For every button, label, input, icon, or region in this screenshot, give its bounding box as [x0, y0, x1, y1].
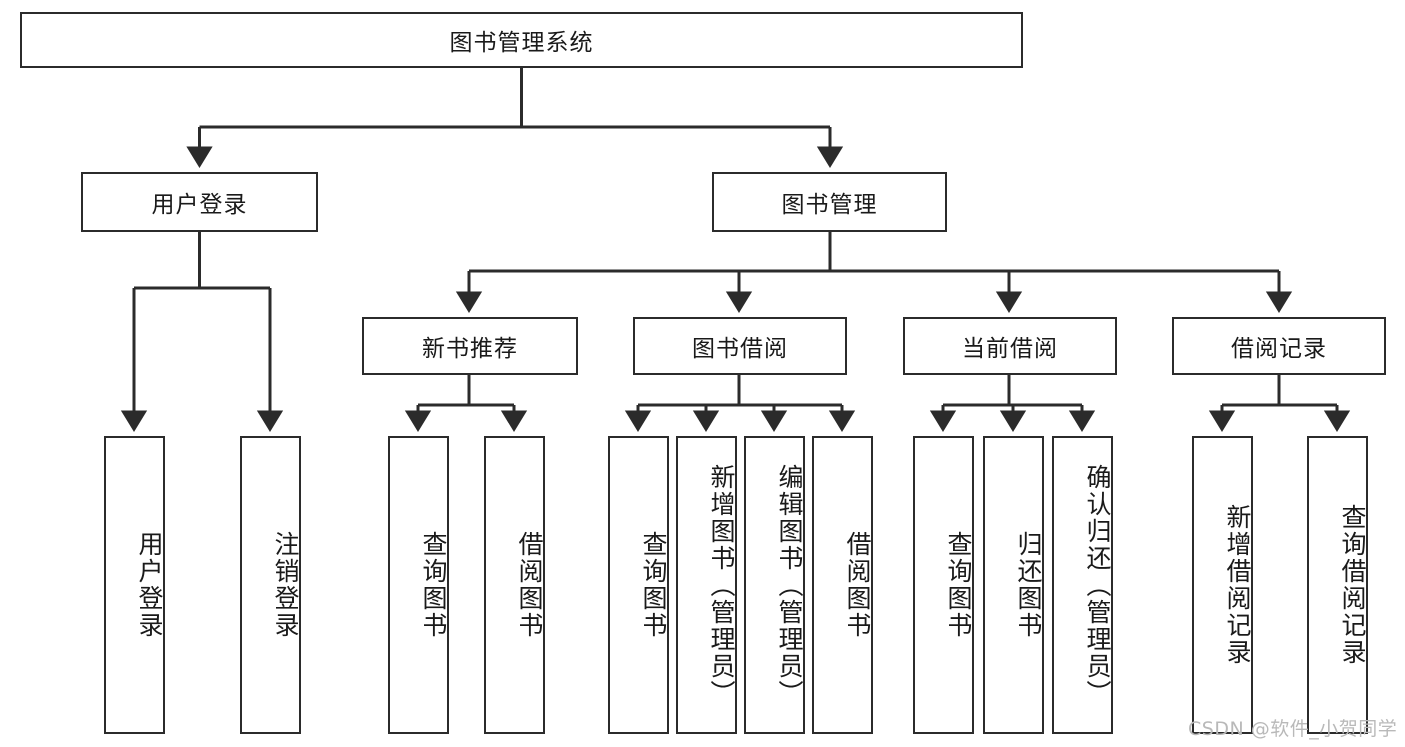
node-leaf-label: 借阅图书 — [515, 531, 544, 639]
node-leaf-label: 编辑图书（管理员） — [775, 463, 804, 707]
node-leaf-label: 新增借阅记录 — [1223, 504, 1252, 666]
node-leaf-user-login[interactable]: 用户登录 — [104, 436, 165, 734]
node-current-borrow[interactable]: 当前借阅 — [903, 317, 1117, 375]
node-leaf-label: 借阅图书 — [843, 531, 872, 639]
node-borrow-record[interactable]: 借阅记录 — [1172, 317, 1386, 375]
node-book-borrow[interactable]: 图书借阅 — [633, 317, 847, 375]
node-leaf-query-book-1[interactable]: 查询图书 — [388, 436, 449, 734]
node-leaf-query-record[interactable]: 查询借阅记录 — [1307, 436, 1368, 734]
node-leaf-add-book[interactable]: 新增图书（管理员） — [676, 436, 737, 734]
node-user-login[interactable]: 用户登录 — [81, 172, 318, 232]
node-leaf-label: 归还图书 — [1014, 531, 1043, 639]
node-leaf-label: 查询借阅记录 — [1338, 504, 1367, 666]
node-leaf-label: 用户登录 — [135, 531, 164, 639]
node-leaf-label: 注销登录 — [271, 531, 300, 639]
node-book-manage[interactable]: 图书管理 — [712, 172, 947, 232]
node-leaf-label: 查询图书 — [944, 531, 973, 639]
node-leaf-borrow-book-1[interactable]: 借阅图书 — [484, 436, 545, 734]
node-leaf-label: 查询图书 — [419, 531, 448, 639]
node-leaf-return-book[interactable]: 归还图书 — [983, 436, 1044, 734]
node-leaf-borrow-book-2[interactable]: 借阅图书 — [812, 436, 873, 734]
node-leaf-query-book-3[interactable]: 查询图书 — [913, 436, 974, 734]
node-leaf-edit-book[interactable]: 编辑图书（管理员） — [744, 436, 805, 734]
node-leaf-logout[interactable]: 注销登录 — [240, 436, 301, 734]
node-leaf-add-record[interactable]: 新增借阅记录 — [1192, 436, 1253, 734]
node-leaf-query-book-2[interactable]: 查询图书 — [608, 436, 669, 734]
node-leaf-confirm-return[interactable]: 确认归还（管理员） — [1052, 436, 1113, 734]
node-leaf-label: 确认归还（管理员） — [1083, 463, 1112, 707]
csdn-watermark: CSDN @软件_小贺同学 — [1188, 718, 1398, 740]
node-root-system[interactable]: 图书管理系统 — [20, 12, 1023, 68]
node-new-book-recommend[interactable]: 新书推荐 — [362, 317, 578, 375]
node-leaf-label: 查询图书 — [639, 531, 668, 639]
node-leaf-label: 新增图书（管理员） — [707, 463, 736, 707]
